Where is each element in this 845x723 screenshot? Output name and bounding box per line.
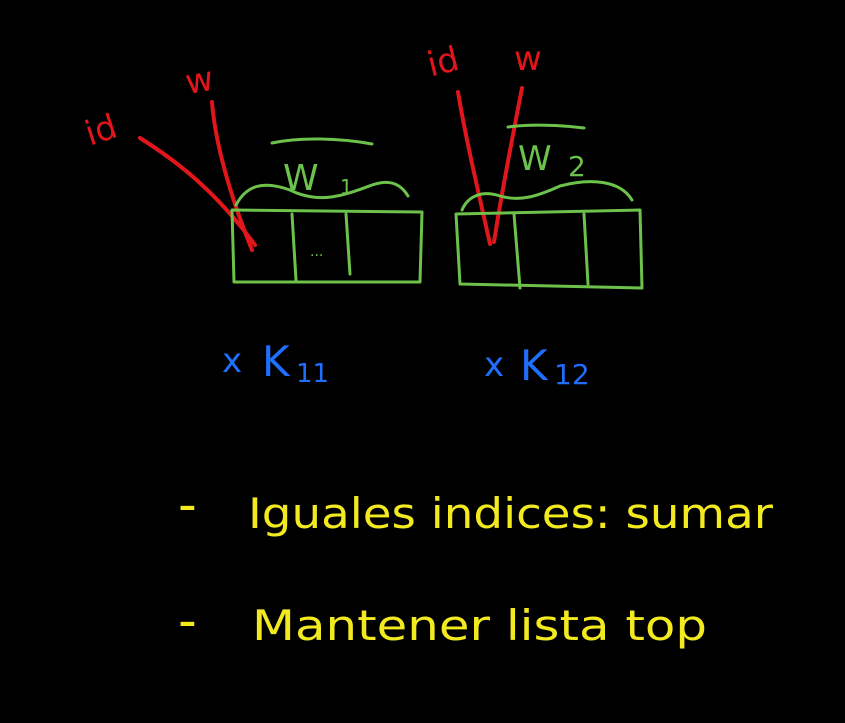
array-2-divider-2 xyxy=(582,212,590,286)
array-2-w-label: w xyxy=(514,39,542,79)
array-1-divider-1 xyxy=(290,212,298,282)
note-1-text: Iguales indices: sumar xyxy=(248,489,774,538)
array-1-id-pointer-line xyxy=(138,136,257,247)
array-1-multiplier-x: x xyxy=(222,341,242,381)
array-2-weight-overline xyxy=(506,123,586,130)
array-2-multiplier-x: x xyxy=(484,345,504,385)
note-2-dash: - xyxy=(178,591,197,651)
note-2-text: Mantener lista top xyxy=(252,601,707,650)
array-1-w-label: w xyxy=(182,59,216,103)
array-2-weight-subscript: 2 xyxy=(568,150,586,183)
array-2-id-label: id xyxy=(423,39,463,85)
array-1-group: id w W 1 ... x K 11 xyxy=(80,59,424,389)
array-2-box xyxy=(454,208,644,290)
array-1-box xyxy=(230,208,424,284)
array-2-brace xyxy=(460,180,634,212)
array-2-multiplier-k: K xyxy=(520,341,549,390)
array-1-weight-overline xyxy=(270,137,374,146)
array-2-divider-1 xyxy=(512,212,522,290)
array-1-weight-symbol: W xyxy=(283,158,319,199)
array-2-weight-symbol: W xyxy=(518,139,552,179)
array-1-divider-2 xyxy=(344,212,352,276)
note-1-dash: - xyxy=(178,475,197,535)
array-1-id-label: id xyxy=(80,107,122,155)
array-2-multiplier-subscript: 12 xyxy=(554,358,590,391)
array-1-brace xyxy=(234,180,410,207)
array-2-w-pointer-line xyxy=(492,86,524,244)
notes-group: - Iguales indices: sumar - Mantener list… xyxy=(178,475,774,651)
array-1-multiplier-subscript: 11 xyxy=(296,359,329,389)
array-2-id-pointer-line xyxy=(456,90,492,246)
array-1-w-pointer-line xyxy=(210,100,254,252)
array-1-multiplier-k: K xyxy=(262,337,291,386)
array-2-group: id w W 2 x K 12 xyxy=(423,39,644,391)
array-1-cell-ellipsis: ... xyxy=(310,244,323,260)
